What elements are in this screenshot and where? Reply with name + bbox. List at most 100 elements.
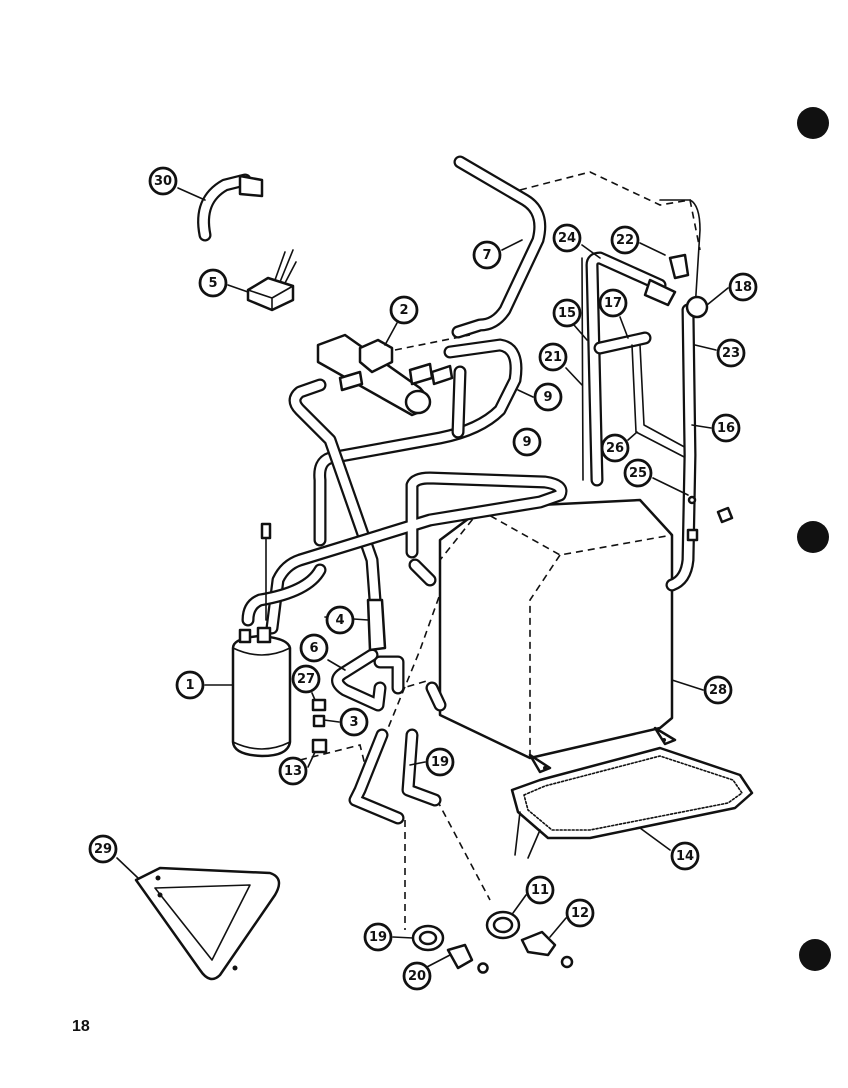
callout-circle xyxy=(278,756,308,786)
callout-label: 2 xyxy=(399,303,408,318)
callout-22: 22 xyxy=(610,225,640,255)
callout-label: 7 xyxy=(482,248,491,263)
callout-28: 28 xyxy=(703,675,733,705)
binder-hole-marker xyxy=(797,107,829,139)
callout-circle xyxy=(389,295,419,325)
callout-circle xyxy=(363,922,393,952)
callout-circle xyxy=(598,288,628,318)
callout-19: 19 xyxy=(363,922,393,952)
callout-19: 19 xyxy=(425,747,455,777)
callout-3: 3 xyxy=(339,707,369,737)
callout-circle xyxy=(728,272,758,302)
callout-circle xyxy=(565,898,595,928)
callout-label: 9 xyxy=(522,435,531,450)
callout-6: 6 xyxy=(299,633,329,663)
callout-circle xyxy=(402,961,432,991)
callout-label: 28 xyxy=(709,683,727,698)
callout-23: 23 xyxy=(716,338,746,368)
callout-circle xyxy=(325,605,355,635)
callout-label: 23 xyxy=(722,346,740,361)
callout-circle xyxy=(472,240,502,270)
callout-circle xyxy=(339,707,369,737)
callout-label: 25 xyxy=(629,466,647,481)
callout-circle xyxy=(716,338,746,368)
callout-label: 14 xyxy=(676,849,694,864)
callout-circle xyxy=(533,382,563,412)
callout-1: 1 xyxy=(175,670,205,700)
callout-circle xyxy=(552,223,582,253)
callout-circle xyxy=(703,675,733,705)
callout-17: 17 xyxy=(598,288,628,318)
callout-label: 17 xyxy=(604,296,622,311)
callout-label: 11 xyxy=(531,883,549,898)
callout-label: 1 xyxy=(185,678,194,693)
callout-label: 21 xyxy=(544,350,562,365)
binder-hole-marker xyxy=(799,939,831,971)
page-number: 18 xyxy=(72,1018,90,1035)
callout-circle xyxy=(148,166,178,196)
callout-4: 4 xyxy=(325,605,355,635)
callout-21: 21 xyxy=(538,342,568,372)
callout-circle xyxy=(670,841,700,871)
callout-circle xyxy=(175,670,205,700)
callout-circle xyxy=(525,875,555,905)
mounting-gasket xyxy=(510,746,754,859)
callout-circle xyxy=(538,342,568,372)
callout-circle xyxy=(291,664,321,694)
callout-circle xyxy=(198,268,228,298)
callout-14: 14 xyxy=(670,841,700,871)
callout-label: 30 xyxy=(154,174,172,189)
callout-circle xyxy=(512,427,542,457)
callout-label: 19 xyxy=(431,755,449,770)
callout-label: 5 xyxy=(208,276,217,291)
callout-20: 20 xyxy=(402,961,432,991)
callout-9: 9 xyxy=(512,427,542,457)
callout-5: 5 xyxy=(198,268,228,298)
callout-29: 29 xyxy=(88,834,118,864)
callout-13: 13 xyxy=(278,756,308,786)
callout-circle xyxy=(552,298,582,328)
callout-label: 26 xyxy=(606,441,624,456)
callout-9: 9 xyxy=(533,382,563,412)
callout-16: 16 xyxy=(711,413,741,443)
callout-circle xyxy=(425,747,455,777)
callout-30: 30 xyxy=(148,166,178,196)
compressor xyxy=(438,498,677,774)
callout-24: 24 xyxy=(552,223,582,253)
callout-circle xyxy=(610,225,640,255)
callout-label: 20 xyxy=(408,969,426,984)
callout-label: 9 xyxy=(543,390,552,405)
binder-hole-marker xyxy=(797,521,829,553)
binder-hole-markers xyxy=(797,107,831,971)
callout-label: 18 xyxy=(734,280,752,295)
callout-label: 29 xyxy=(94,842,112,857)
callout-label: 22 xyxy=(616,233,634,248)
callout-label: 19 xyxy=(369,930,387,945)
callout-11: 11 xyxy=(525,875,555,905)
callout-15: 15 xyxy=(552,298,582,328)
callout-circle xyxy=(623,458,653,488)
callout-label: 16 xyxy=(717,421,735,436)
callout-label: 15 xyxy=(558,306,576,321)
callout-circle xyxy=(299,633,329,663)
callout-circle xyxy=(600,433,630,463)
callout-12: 12 xyxy=(565,898,595,928)
callout-26: 26 xyxy=(600,433,630,463)
callout-leaders xyxy=(116,187,729,969)
callout-label: 6 xyxy=(309,641,318,656)
callout-7: 7 xyxy=(472,240,502,270)
callout-label: 24 xyxy=(558,231,576,246)
callout-25: 25 xyxy=(623,458,653,488)
callout-label: 27 xyxy=(297,672,315,687)
callout-circle xyxy=(88,834,118,864)
callout-2: 2 xyxy=(389,295,419,325)
callout-label: 12 xyxy=(571,906,589,921)
callout-circle xyxy=(711,413,741,443)
callout-18: 18 xyxy=(728,272,758,302)
callout-label: 4 xyxy=(335,613,344,628)
callout-label: 13 xyxy=(284,764,302,779)
components xyxy=(134,173,734,981)
callout-27: 27 xyxy=(291,664,321,694)
